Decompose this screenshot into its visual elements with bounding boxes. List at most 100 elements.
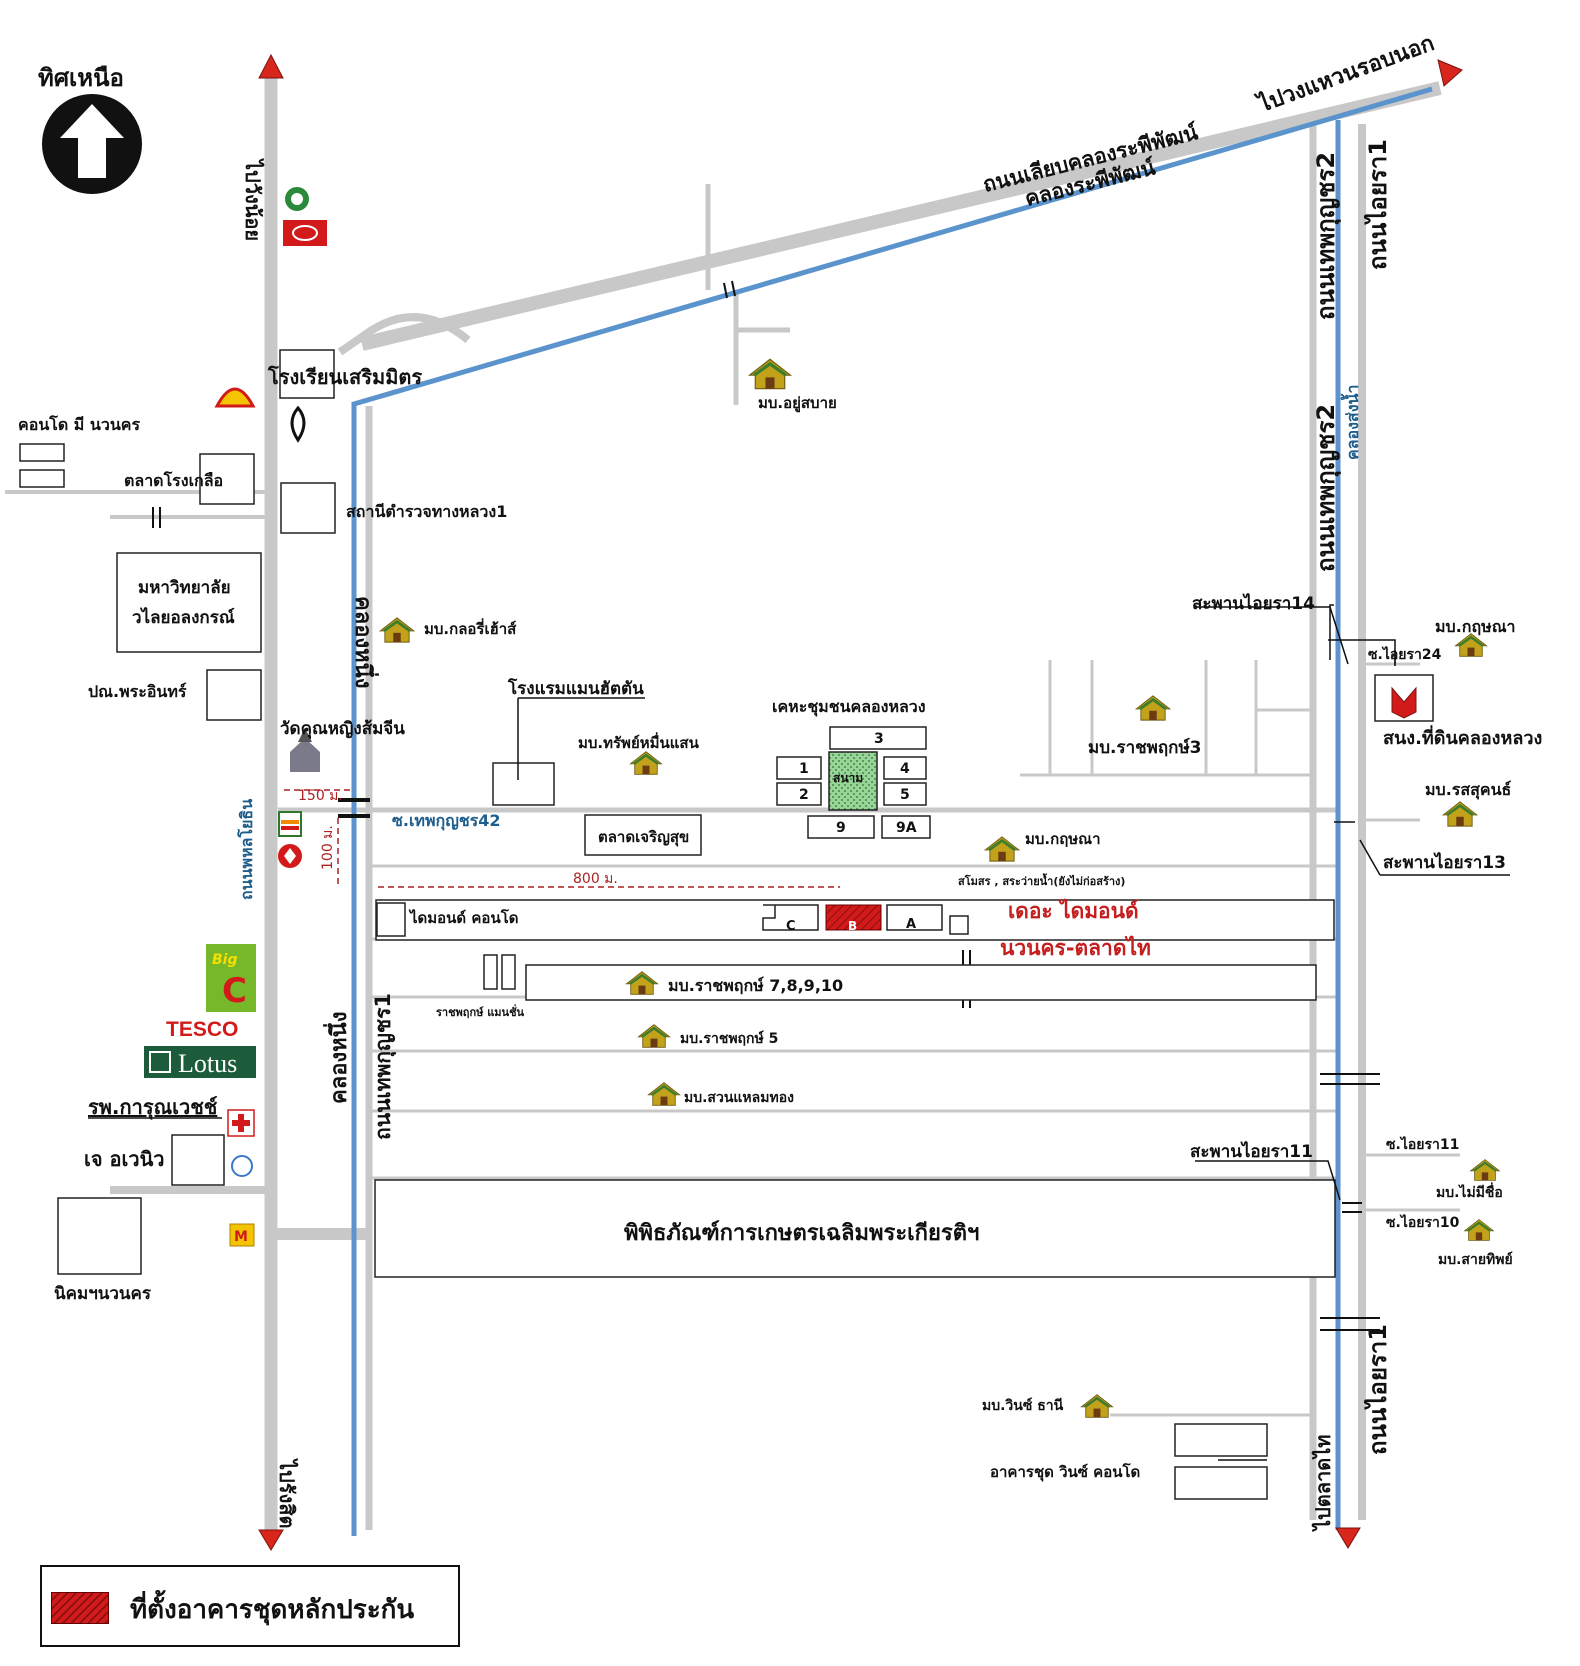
place-labels: โรงเรียนเสริมมิตร คอนโด มี นวนคร ตลาดโรง… bbox=[18, 365, 1542, 1482]
label-thepkunchon2-mid: ถนนเทพกุญชร2 bbox=[1312, 404, 1342, 572]
sai-thip-house-icon bbox=[1463, 1218, 1495, 1242]
talat-charoensuk-box bbox=[584, 814, 702, 856]
you-sabai-house-icon bbox=[747, 357, 793, 391]
label-kritsana-right: มบ.กฤษณา bbox=[1435, 617, 1516, 636]
toyota-icon bbox=[283, 220, 327, 246]
label-rachapruek5: มบ.ราชพฤกษ์ 5 bbox=[680, 1030, 778, 1047]
block-4: 4 bbox=[900, 761, 910, 777]
label-bridge14: สะพานไอยรา14 bbox=[1192, 593, 1315, 614]
rachapruek3-house-icon bbox=[1134, 694, 1172, 722]
svg-text:Big: Big bbox=[212, 952, 238, 968]
garuda-emblem-icon bbox=[1391, 686, 1417, 719]
block-9a: 9A bbox=[896, 820, 917, 836]
label-school: โรงเรียนเสริมมิตร bbox=[267, 365, 422, 389]
label-phahonyothin: ถนนพหลโยธิน bbox=[236, 799, 256, 900]
shell-icon bbox=[214, 387, 256, 408]
block-3: 3 bbox=[874, 731, 884, 747]
suan-laem-thong-house-icon bbox=[646, 1081, 682, 1107]
label-bridge13: สะพานไอยรา13 bbox=[1383, 852, 1506, 873]
label-thepkunchon1: ถนนเทพกุญชร1 bbox=[371, 993, 397, 1140]
kritsana-right-house-icon bbox=[1453, 632, 1489, 658]
block-1: 1 bbox=[799, 761, 809, 777]
block-2: 2 bbox=[799, 787, 809, 803]
label-thepkunchon2-top: ถนนเทพกุญชร2 bbox=[1312, 152, 1342, 320]
label-800m: 800 ม. bbox=[573, 871, 618, 887]
mcdonalds-icon: M bbox=[229, 1223, 255, 1247]
label-rachapruek-mansion: ราชพฤกษ์ แมนชั่น bbox=[436, 1004, 525, 1019]
label-rachapruek3: มบ.ราชพฤกษ์3 bbox=[1088, 737, 1202, 758]
distance-labels: 150 ม. 100 ม. 800 ม. bbox=[298, 788, 618, 887]
bridge-marks bbox=[152, 280, 1380, 1331]
north-label: ทิศเหนือ bbox=[38, 64, 124, 92]
label-tesco: TESCO bbox=[166, 1018, 238, 1041]
label-mai-mi-chue: มบ.ไม่มีชื่อ bbox=[1436, 1182, 1503, 1201]
label-condo-mi: คอนโด มี นวนคร bbox=[18, 414, 140, 434]
svg-text:M: M bbox=[234, 1229, 248, 1245]
label-land-office: สนง.ที่ดินคลองหลวง bbox=[1383, 725, 1542, 749]
building-c: C bbox=[786, 919, 796, 934]
label-talat-charoensuk: ตลาดเจริญสุข bbox=[598, 828, 689, 847]
legend-label: ที่ตั้งอาคารชุดหลักประกัน bbox=[130, 1595, 415, 1625]
block-5: 5 bbox=[900, 787, 910, 803]
label-you-sabai: มบ.อยู่สบาย bbox=[758, 394, 837, 413]
label-project-1: เดอะ ไดมอนด์ bbox=[1008, 898, 1139, 923]
label-nikhom: นิคมฯนวนคร bbox=[54, 1284, 152, 1304]
label-to-wang-noi: ไปวังน้อย bbox=[241, 158, 265, 241]
j-avenue-box bbox=[171, 1134, 225, 1186]
svg-text:C: C bbox=[222, 971, 247, 1011]
school-loop-road bbox=[337, 313, 471, 356]
label-community-housing: เคหะชุมชนคลองหลวง bbox=[772, 697, 926, 717]
north-compass: ทิศเหนือ bbox=[38, 64, 142, 194]
nikhom-box bbox=[57, 1197, 142, 1275]
label-temple: วัดคุณหญิงส้มจีน bbox=[280, 718, 405, 739]
talat-rongkluea-box bbox=[199, 453, 255, 505]
map-legend: ที่ตั้งอาคารชุดหลักประกัน bbox=[40, 1565, 460, 1647]
arrow-northeast bbox=[1437, 59, 1463, 87]
label-rotsukhon: มบ.รสสุคนธ์ bbox=[1425, 780, 1511, 800]
kritsana-mid-house-icon bbox=[983, 835, 1021, 863]
block-numbers: 1 2 3 4 5 9 9A C B A bbox=[786, 731, 917, 934]
label-project-2: นวนคร-ตลาดไท bbox=[1000, 935, 1151, 960]
field-area bbox=[828, 751, 878, 811]
win-thani-house-icon bbox=[1079, 1393, 1115, 1419]
label-police: สถานีตำรวจทางหลวง1 bbox=[346, 502, 507, 521]
label-150m: 150 ม. bbox=[298, 788, 343, 804]
direction-arrows bbox=[258, 53, 1463, 1551]
label-diamond-condo: ไดมอนด์ คอนโด bbox=[408, 908, 519, 927]
building-b: B bbox=[848, 919, 857, 933]
legend-swatch bbox=[51, 1592, 109, 1624]
label-100m: 100 ม. bbox=[320, 825, 336, 870]
label-soi-oiyara24: ซ.ไอยรา24 bbox=[1368, 645, 1442, 663]
label-suan-laem-thong: มบ.สวนแหลมทอง bbox=[684, 1090, 794, 1106]
glory-house-icon bbox=[378, 616, 416, 644]
arrow-south bbox=[258, 1529, 284, 1551]
caltex-icon bbox=[278, 844, 302, 868]
bank-icon bbox=[231, 1155, 253, 1177]
hospital-icon bbox=[227, 1109, 255, 1137]
label-bridge11: สะพานไอยรา11 bbox=[1190, 1141, 1313, 1162]
label-lotus: Lotus bbox=[178, 1049, 237, 1078]
rotsukhon-house-icon bbox=[1441, 800, 1479, 828]
label-khlong-song-nam: คลองส่งน้ำ bbox=[1340, 385, 1362, 460]
kbank-icon bbox=[285, 187, 309, 211]
police-box bbox=[280, 482, 336, 534]
arrow-north bbox=[258, 53, 284, 79]
museum-box bbox=[374, 1179, 1336, 1278]
khlong-raphiphat bbox=[351, 86, 1433, 1536]
liap-khlong-road bbox=[360, 81, 1442, 351]
label-soi-oiyara10: ซ.ไอยรา10 bbox=[1386, 1213, 1460, 1231]
mai-mi-chue-house-icon bbox=[1469, 1158, 1501, 1182]
post-office-box bbox=[206, 669, 262, 721]
label-kritsana-mid: มบ.กฤษณา bbox=[1025, 830, 1101, 848]
label-oiyara1-bottom: ถนนไอยรา1 bbox=[1363, 1324, 1392, 1455]
distance-lines bbox=[284, 789, 840, 888]
school-box bbox=[279, 349, 335, 399]
label-rachapruek78910: มบ.ราชพฤกษ์ 7,8,9,10 bbox=[668, 976, 843, 995]
building-a: A bbox=[906, 917, 916, 932]
hotel-box bbox=[492, 762, 555, 806]
seven-eleven-icon bbox=[278, 811, 302, 837]
block-9: 9 bbox=[836, 820, 846, 836]
rachapruek78910-strip bbox=[525, 964, 1317, 1001]
label-to-rangsit: ไปรังสิต bbox=[275, 1458, 299, 1528]
